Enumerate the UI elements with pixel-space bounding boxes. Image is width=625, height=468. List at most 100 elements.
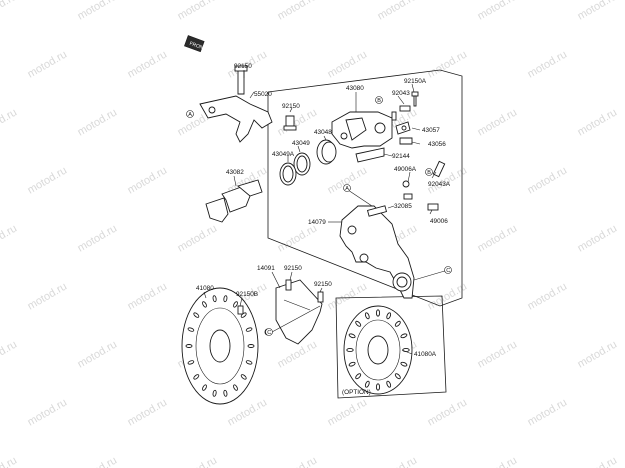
watermark-text: motod.ru xyxy=(76,454,120,468)
label-92150-lower: 92150 xyxy=(314,281,332,288)
callout-a-2: A xyxy=(343,184,351,192)
disc-cutout xyxy=(375,309,381,317)
disc-cutout xyxy=(240,312,247,318)
watermark-text: motod.ru xyxy=(526,48,570,80)
svg-text:C: C xyxy=(267,330,271,336)
caliper-bracket-14079 xyxy=(339,205,415,299)
watermark-text: motod.ru xyxy=(0,0,19,23)
disc-cutout xyxy=(386,312,392,320)
label-92043A: 92043A xyxy=(428,181,451,188)
watermark-text: motod.ru xyxy=(326,396,370,428)
label-32085: 32085 xyxy=(394,203,412,210)
callout-c-2: C xyxy=(265,328,273,336)
label-92043: 92043 xyxy=(392,90,410,97)
watermark-text: motod.ru xyxy=(476,338,520,370)
disc-cutout xyxy=(212,295,217,303)
watermark-text: motod.ru xyxy=(526,396,570,428)
disc-cutout xyxy=(375,383,381,391)
watermark-text: motod.ru xyxy=(476,106,520,138)
front-arrow-label: FRONT xyxy=(189,41,207,53)
disc-guard-14091 xyxy=(264,279,324,345)
svg-text:B: B xyxy=(427,170,431,176)
watermark-text: motod.ru xyxy=(476,222,520,254)
watermark-text: motod.ru xyxy=(426,396,470,428)
watermark-text: motod.ru xyxy=(326,48,370,80)
caliper-holder-bracket-55020 xyxy=(199,65,297,143)
watermark-text: motod.ru xyxy=(576,0,620,23)
watermark-text: motod.ru xyxy=(476,454,520,468)
disc-cutout xyxy=(400,361,408,367)
watermark-text: motod.ru xyxy=(176,454,220,468)
watermark-text: motod.ru xyxy=(376,454,420,468)
label-92150-guard: 92150 xyxy=(284,265,302,272)
disc-cutout xyxy=(185,344,193,348)
leader-lines xyxy=(203,70,449,355)
watermark-text: motod.ru xyxy=(176,0,220,23)
label-14079: 14079 xyxy=(308,219,326,226)
option-label: (OPTION) xyxy=(342,389,371,396)
caliper-assembly-frame xyxy=(267,69,463,307)
watermark-text: motod.ru xyxy=(526,280,570,312)
disc-cutout xyxy=(202,384,207,391)
svg-text:B: B xyxy=(377,98,381,104)
svg-text:A: A xyxy=(345,186,349,192)
watermark-text: motod.ru xyxy=(0,454,19,468)
disc-cutout xyxy=(223,389,228,397)
disc-cutout xyxy=(348,333,356,339)
watermark-text: motod.ru xyxy=(0,222,19,254)
disc-cutout xyxy=(364,312,370,320)
watermark-text: motod.ru xyxy=(526,164,570,196)
label-41080: 41080 xyxy=(196,285,214,292)
label-92150-bracket: 92150 xyxy=(282,103,300,110)
disc-cutout xyxy=(193,312,200,318)
watermark-text: motod.ru xyxy=(376,0,420,23)
front-arrow-icon: FRONT xyxy=(184,35,207,53)
disc-cutout xyxy=(212,389,217,397)
label-92144: 92144 xyxy=(392,153,410,160)
disc-cutout xyxy=(355,320,362,327)
watermark-text: motod.ru xyxy=(576,222,620,254)
watermark-text: motod.ru xyxy=(276,0,320,23)
disc-cutout xyxy=(355,373,362,380)
label-92150A: 92150A xyxy=(404,78,427,85)
watermark-text: motod.ru xyxy=(76,338,120,370)
watermark-text: motod.ru xyxy=(26,396,70,428)
watermark-text: motod.ru xyxy=(576,106,620,138)
label-43080: 43080 xyxy=(346,85,364,92)
disc-cutout xyxy=(386,380,392,388)
disc-cutout xyxy=(364,380,370,388)
label-41080A: 41080A xyxy=(414,351,437,358)
disc-cutout xyxy=(240,374,247,380)
watermark-text: motod.ru xyxy=(126,48,170,80)
watermark-text: motod.ru xyxy=(126,280,170,312)
slide-pins xyxy=(402,160,446,211)
disc-cutout xyxy=(402,347,410,353)
disc-cutout xyxy=(223,295,228,303)
watermark-text: motod.ru xyxy=(276,454,320,468)
disc-cutout xyxy=(400,333,408,339)
label-43082: 43082 xyxy=(226,169,244,176)
label-43057: 43057 xyxy=(422,127,440,134)
label-49006A: 49006A xyxy=(394,166,417,173)
watermark-text: motod.ru xyxy=(76,106,120,138)
watermark-text: motod.ru xyxy=(576,454,620,468)
piston-and-seals xyxy=(279,139,337,186)
callout-b-2: B xyxy=(425,168,433,176)
watermark-text: motod.ru xyxy=(76,222,120,254)
label-92150-top: 92150 xyxy=(234,63,252,70)
label-49006: 49006 xyxy=(430,218,448,225)
watermark-text: motod.ru xyxy=(26,164,70,196)
brake-disc-41080 xyxy=(181,287,259,405)
disc-cutout xyxy=(245,327,253,332)
watermark-text: motod.ru xyxy=(176,222,220,254)
disc-cutout xyxy=(187,360,195,365)
watermark-text: motod.ru xyxy=(576,338,620,370)
callout-b: B xyxy=(375,96,383,104)
label-92150B: 92150B xyxy=(236,291,258,298)
disc-cutout xyxy=(247,344,255,348)
watermark-text: motod.ru xyxy=(0,338,19,370)
caliper-body-43080 xyxy=(331,111,397,149)
brake-disc-41080A xyxy=(343,305,413,395)
watermark-text: motod.ru xyxy=(326,280,370,312)
